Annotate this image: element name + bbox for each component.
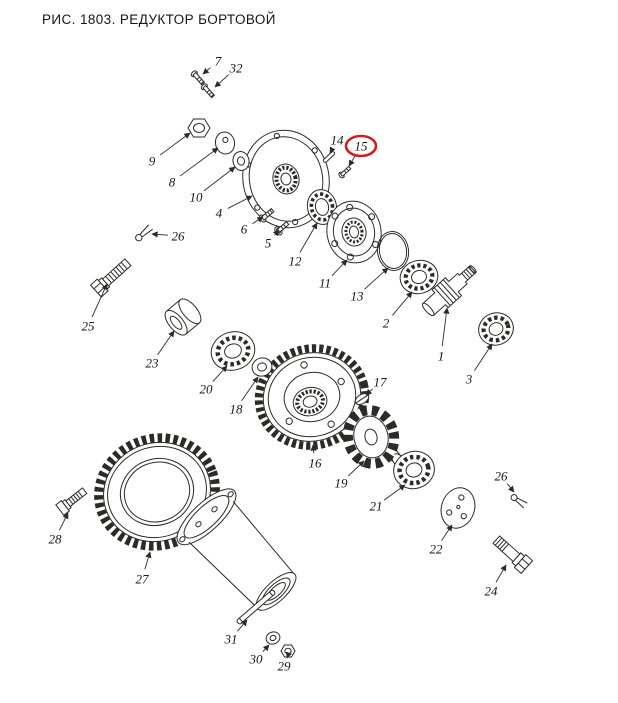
- part-label-5: 5: [265, 236, 272, 251]
- leader-line-19: [347, 460, 365, 477]
- part-label-19: 19: [335, 476, 349, 491]
- pinion-19: [342, 405, 405, 469]
- washer-10: [232, 151, 250, 171]
- part-label-13: 13: [351, 289, 365, 304]
- nut-29: [280, 644, 296, 658]
- leader-line-4: [227, 195, 253, 209]
- part-label-12: 12: [289, 254, 303, 269]
- leader-line-24: [495, 564, 507, 583]
- part-label-11: 11: [319, 276, 331, 291]
- washer-18: [251, 357, 273, 377]
- leader-line-16: [310, 444, 317, 454]
- leader-line-26: [506, 483, 515, 493]
- part-label-26: 26: [495, 469, 509, 484]
- leader-line-2: [392, 291, 413, 316]
- leader-line-12: [299, 222, 318, 253]
- leader-line-27: [144, 551, 152, 570]
- part-label-27: 27: [136, 572, 150, 587]
- spur-gear-16: [254, 343, 370, 451]
- lock-plate-8: [214, 131, 236, 155]
- leader-line-14: [329, 146, 336, 154]
- bolt-25: [89, 258, 132, 298]
- cotter-pin-26-right: [510, 494, 528, 509]
- part-label-28: 28: [49, 532, 63, 547]
- shaft-1: [421, 265, 477, 317]
- part-label-23: 23: [146, 356, 160, 371]
- part-label-10: 10: [190, 190, 204, 205]
- bearing-2: [399, 259, 439, 295]
- highlight-ellipse-part-15: [344, 134, 378, 158]
- bearing-12: [306, 189, 338, 225]
- leader-line-28: [59, 512, 69, 531]
- bearing-20: [210, 331, 256, 371]
- part-label-6: 6: [241, 222, 248, 237]
- part-label-21: 21: [370, 499, 383, 514]
- cotter-pin-26-left: [135, 224, 153, 242]
- leader-line-3: [474, 343, 493, 371]
- housing-11: [326, 200, 382, 264]
- leader-line-5: [272, 229, 280, 237]
- part-label-17: 17: [374, 375, 388, 390]
- part-label-30: 30: [249, 652, 264, 667]
- screw-7: [190, 70, 206, 86]
- part-label-20: 20: [200, 382, 214, 397]
- part-label-18: 18: [230, 402, 244, 417]
- leader-line-10: [203, 166, 236, 192]
- part-label-24: 24: [485, 584, 499, 599]
- screw-15: [338, 165, 352, 179]
- leader-line-18: [241, 376, 259, 402]
- leader-line-26: [151, 231, 169, 238]
- leader-line-23: [157, 330, 175, 356]
- sleeve-23: [164, 298, 202, 336]
- leader-line-13: [364, 267, 389, 290]
- part-label-31: 31: [224, 632, 238, 647]
- leader-line-15: [348, 154, 357, 167]
- part-label-4: 4: [216, 206, 223, 221]
- leader-line-11: [331, 259, 348, 277]
- part-label-15: 15: [355, 139, 369, 154]
- washer-30: [265, 631, 281, 645]
- part-label-26: 26: [172, 229, 186, 244]
- bolt-24: [492, 535, 534, 575]
- part-label-32: 32: [229, 61, 244, 76]
- leader-line-21: [383, 484, 406, 501]
- part-label-16: 16: [309, 456, 323, 471]
- part-label-22: 22: [430, 542, 444, 557]
- part-label-14: 14: [331, 133, 345, 148]
- nut-9: [187, 118, 211, 138]
- leader-line-22: [441, 524, 453, 541]
- leader-line-6: [252, 216, 264, 225]
- figure-title: РИС. 1803. РЕДУКТОР БОРТОВОЙ: [42, 12, 276, 27]
- leader-line-7: [202, 67, 211, 75]
- leader-line-30: [262, 644, 270, 652]
- part-label-25: 25: [82, 319, 96, 334]
- part-label-2: 2: [383, 316, 390, 331]
- part-label-3: 3: [465, 372, 473, 387]
- part-label-8: 8: [169, 175, 176, 190]
- part-label-7: 7: [215, 54, 222, 69]
- part-label-1: 1: [438, 349, 445, 364]
- leader-line-29: [286, 651, 292, 659]
- pin-14: [322, 151, 336, 163]
- leader-line-20: [212, 365, 228, 382]
- leader-line-25: [91, 283, 108, 318]
- leader-line-32: [214, 74, 229, 88]
- leader-line-8: [179, 147, 219, 177]
- screw-32: [200, 83, 216, 99]
- o-ring-13: [376, 231, 410, 271]
- part-label-9: 9: [149, 154, 156, 169]
- bearing-21: [393, 450, 435, 490]
- bearing-3: [478, 312, 514, 346]
- part-label-29: 29: [278, 659, 292, 674]
- bolt-28: [55, 487, 88, 516]
- leader-line-9: [159, 132, 191, 156]
- leader-line-31: [237, 619, 248, 632]
- leader-line-17: [365, 388, 373, 396]
- lock-plate-22: [440, 487, 476, 529]
- leader-line-1: [441, 307, 450, 347]
